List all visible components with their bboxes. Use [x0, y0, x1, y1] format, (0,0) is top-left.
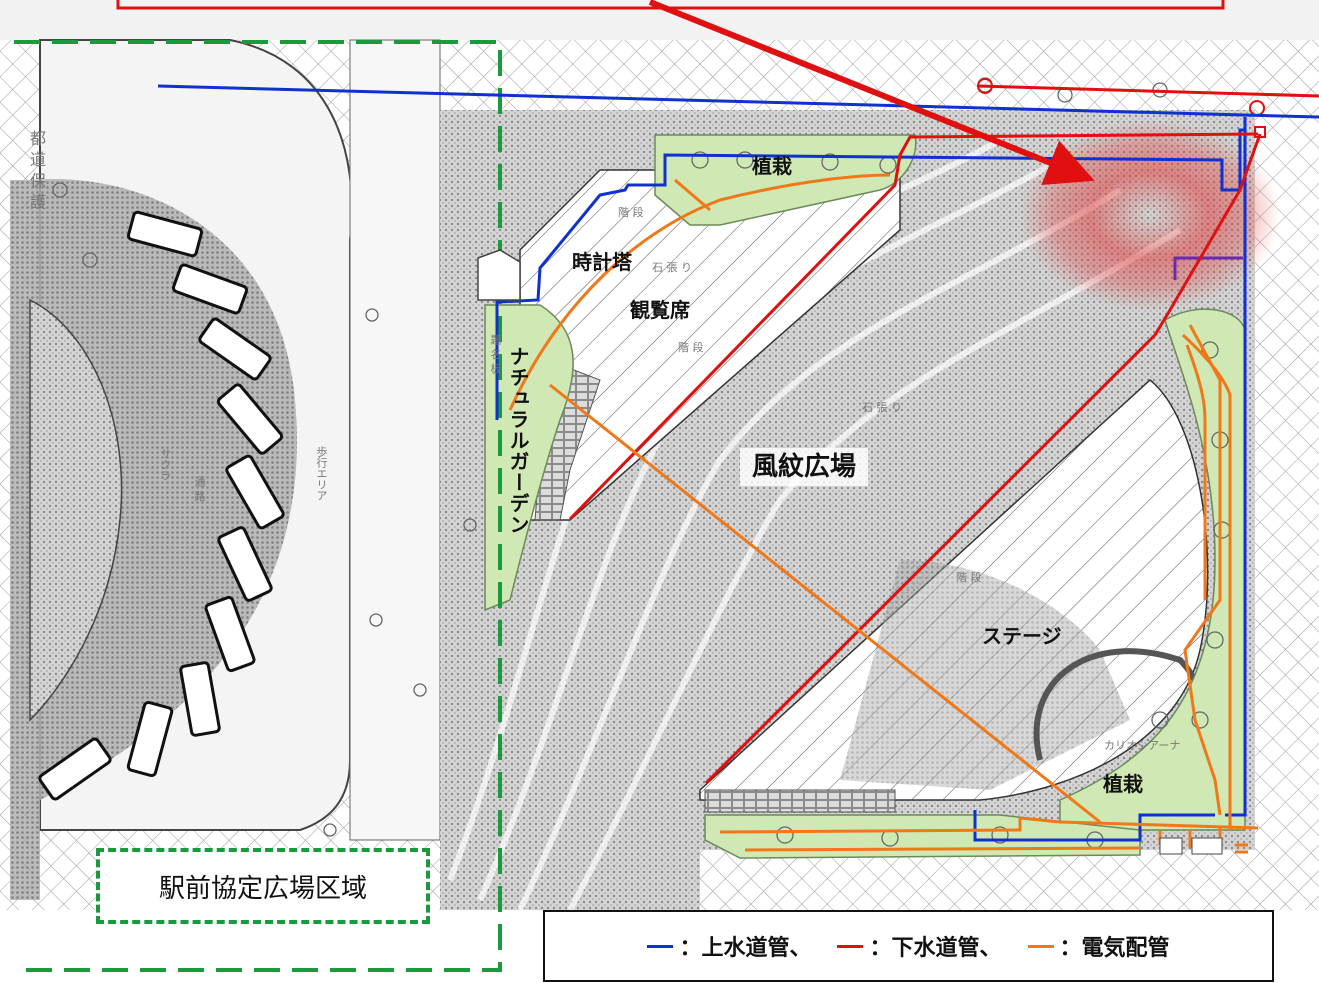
legend-label-sewer: ：下水道管、: [869, 936, 1002, 961]
vegetation-natural-garden: [484, 304, 574, 612]
vegetation-right: [1059, 308, 1246, 831]
bus-icon: [225, 454, 285, 530]
bus-icon: [204, 595, 256, 673]
stage-area: [840, 560, 1130, 790]
legend-item-electric: ：電気配管: [1027, 930, 1170, 962]
region-label: 駅前協定広場区域: [158, 873, 367, 904]
legend-label-water: ：上水道管、: [679, 936, 812, 961]
faint-stairs: 階 段: [956, 571, 982, 584]
legend-item-sewer: ：下水道管、: [837, 930, 1002, 962]
faint-walk-area: 歩行エリア: [315, 446, 328, 501]
label-plaza: 風紋広場: [740, 448, 869, 486]
kiosk-box: [1191, 837, 1223, 855]
legend: ：上水道管、 ：下水道管、 ：電気配管: [543, 910, 1274, 982]
legend-label-electric: ：電気配管: [1059, 936, 1170, 961]
legend-swatch-sewer: [837, 944, 864, 948]
electric-pipes: [508, 173, 1259, 854]
faint-stone: 石 張 り: [652, 261, 692, 274]
label-seats: 観覧席: [630, 298, 690, 322]
bus-icon: [126, 210, 204, 258]
bus-icon: [179, 661, 221, 737]
faint-sakura: サクラ: [159, 448, 172, 481]
bus-loop-island: [29, 298, 123, 722]
faint-road: 通 路: [193, 476, 206, 502]
bus-icon: [126, 700, 174, 778]
legend-swatch-electric: [1027, 944, 1054, 948]
faint-stairs: 階 段: [618, 206, 644, 219]
clock-tower-structure: [477, 249, 521, 301]
label-shokusai-top: 植栽: [752, 154, 792, 178]
bus-icon: [38, 737, 112, 801]
bus-icon: [217, 526, 273, 602]
district-boundary: [14, 40, 502, 972]
label-shokusai-bottom: 植栽: [1103, 772, 1143, 796]
legend-item-water: ：上水道管、: [647, 930, 811, 962]
bus-icons: [38, 210, 285, 801]
water-pipes: [157, 84, 1319, 842]
faint-sidewalk: 都 道 保 護: [27, 130, 46, 210]
sewer-pipes: [568, 84, 1319, 785]
label-natural-garden: ナチュラルガーデン: [506, 346, 530, 535]
region-label-box: 駅前協定広場区域: [96, 848, 430, 924]
label-clock-tower: 時計塔: [572, 250, 632, 274]
bus-icon: [171, 263, 249, 315]
faint-name-plate: 題 名 板: [489, 334, 502, 374]
legend-swatch-water: [647, 944, 674, 948]
purple-pipes: [1173, 256, 1243, 280]
callout-arrow: [648, 0, 1095, 186]
bus-icon: [216, 383, 284, 455]
bus-icon: [198, 317, 272, 381]
faint-chariot: カリオシアーナ: [1104, 739, 1181, 752]
label-stage: ステージ: [982, 624, 1062, 648]
pedestrian-strip: [349, 39, 441, 841]
brick-strip-bottom: [704, 789, 896, 813]
faint-stairs: 階 段: [678, 341, 704, 354]
kiosk-box: [1159, 837, 1183, 855]
faint-stone: 石 張 り: [862, 401, 902, 414]
